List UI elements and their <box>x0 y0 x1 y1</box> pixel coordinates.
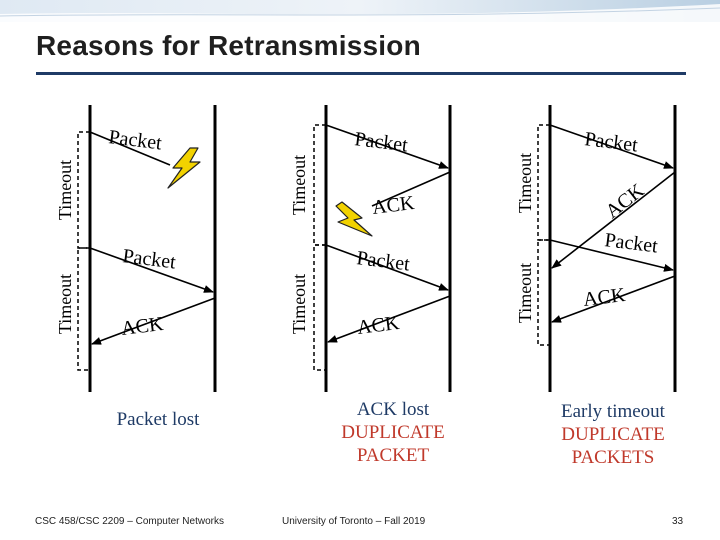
lost-packet-arrow <box>89 131 171 166</box>
timeout-label: Timeout <box>515 263 535 323</box>
message-label: Packet <box>583 128 639 156</box>
message-label: ACK <box>582 284 627 311</box>
timeout-label: Timeout <box>289 274 309 334</box>
lightning-icon <box>167 147 201 189</box>
message-label: ACK <box>120 313 165 340</box>
message-label: Packet <box>121 245 177 273</box>
caption-early-timeout: Early timeout DUPLICATE PACKETS <box>533 400 693 469</box>
timeout-label: Timeout <box>55 274 75 334</box>
timeout-label: Timeout <box>55 160 75 220</box>
footer-university: University of Toronto – Fall 2019 <box>282 516 426 527</box>
page-number: 33 <box>672 516 684 527</box>
caption-line: Packet lost <box>116 409 200 430</box>
caption-ack-lost: ACK lost DUPLICATE PACKET <box>318 398 468 467</box>
message-label: Packet <box>603 229 659 257</box>
ack-arrow <box>551 171 676 269</box>
packet-arrow <box>325 124 449 169</box>
packet-arrow <box>325 244 449 291</box>
title-underline <box>36 72 686 75</box>
footer-course: CSC 458/CSC 2209 – Computer Networks <box>35 516 224 527</box>
scenario-ack-lost: Timeout Timeout Packet ACK Packet ACK <box>289 105 452 392</box>
ack-arrow <box>91 297 216 345</box>
packet-arrow <box>549 124 674 169</box>
message-label: Packet <box>353 128 409 156</box>
top-decorative-band <box>0 0 720 22</box>
scenario-early-timeout: Timeout Timeout Packet ACK Packet ACK <box>515 105 677 392</box>
caption-line: PACKET <box>356 445 430 466</box>
scenario-packet-lost: Timeout Timeout Packet Packet ACK <box>55 105 217 392</box>
timeout-bracket <box>537 239 550 346</box>
message-label: Packet <box>355 247 411 275</box>
timeout-bracket <box>77 247 90 371</box>
timeout-bracket <box>313 124 326 246</box>
timeout-bracket <box>313 244 326 371</box>
caption-line: ACK lost <box>356 399 430 420</box>
message-label: Packet <box>107 126 163 154</box>
message-label: ACK <box>371 192 416 219</box>
caption-line: Early timeout <box>561 401 665 422</box>
caption-line: PACKETS <box>571 447 655 468</box>
timeout-bracket <box>537 124 550 241</box>
caption-packet-lost: Packet lost <box>88 408 228 431</box>
ack-arrow <box>327 295 451 343</box>
packet-arrow <box>89 247 214 293</box>
timeout-bracket <box>77 131 90 249</box>
lost-ack-arrow <box>371 171 451 207</box>
slide-title: Reasons for Retransmission <box>36 30 421 61</box>
timeout-label: Timeout <box>515 153 535 213</box>
caption-line: DUPLICATE <box>341 422 445 443</box>
message-label: ACK <box>602 179 649 223</box>
timeout-label: Timeout <box>289 155 309 215</box>
lightning-icon <box>335 201 373 237</box>
ack-arrow <box>551 275 676 323</box>
caption-line: DUPLICATE <box>561 424 665 445</box>
packet-arrow <box>549 239 674 272</box>
message-label: ACK <box>356 312 401 339</box>
